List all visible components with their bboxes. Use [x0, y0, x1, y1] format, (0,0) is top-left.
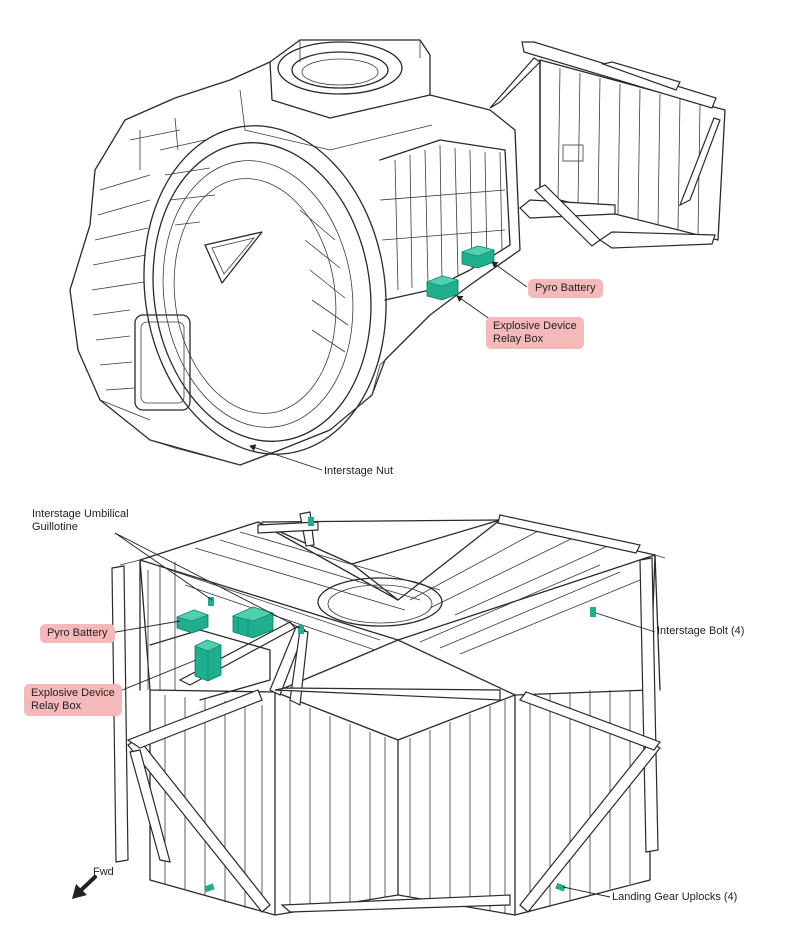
pyro-battery-leader-bottom — [109, 620, 181, 634]
landing-gear-uplock-marker-1 — [204, 883, 215, 893]
bottom-pyro-battery-box — [176, 609, 209, 634]
interstage-nut-leader — [249, 444, 323, 471]
bottom-relay-box — [194, 639, 222, 682]
landing-gear-leader — [562, 886, 611, 898]
top-relay-box — [426, 275, 460, 301]
landing-gear-uplock-marker-2 — [555, 882, 566, 892]
relay-box-leader-bottom — [109, 659, 197, 696]
label-relay-box-top: Explosive Device Relay Box — [486, 317, 584, 349]
label-landing-gear-uplocks: Landing Gear Uplocks (4) — [612, 891, 738, 903]
aft-equipment-rack — [489, 41, 726, 249]
umbilical-guillotine-box — [232, 606, 274, 639]
guillotine-marker-2 — [298, 625, 304, 634]
interstage-bolt-leader — [595, 612, 656, 633]
label-umbilical-guillotine: Interstage Umbilical Guillotine — [32, 508, 129, 533]
label-interstage-bolt: Interstage Bolt (4) — [657, 625, 745, 637]
descent-stage-structure — [111, 511, 666, 916]
interstage-bolt-marker — [590, 607, 596, 617]
label-relay-box-bottom: Explosive Device Relay Box — [24, 684, 122, 716]
label-interstage-nut: Interstage Nut — [324, 465, 394, 477]
guillotine-marker-1 — [208, 597, 214, 606]
pyro-battery-leader-top — [491, 261, 528, 288]
arrow-down-left-icon — [72, 875, 97, 899]
guillotine-leader-2 — [114, 532, 301, 629]
interstage-bolt-marker-top — [308, 517, 314, 526]
top-pyro-battery-box — [460, 245, 496, 269]
label-pyro-battery-top: Pyro Battery — [528, 279, 603, 298]
guillotine-leader-1 — [114, 532, 213, 601]
label-pyro-battery-bottom: Pyro Battery — [40, 624, 115, 643]
ascent-stage-structure — [69, 39, 521, 466]
label-fwd: Fwd — [93, 866, 114, 878]
